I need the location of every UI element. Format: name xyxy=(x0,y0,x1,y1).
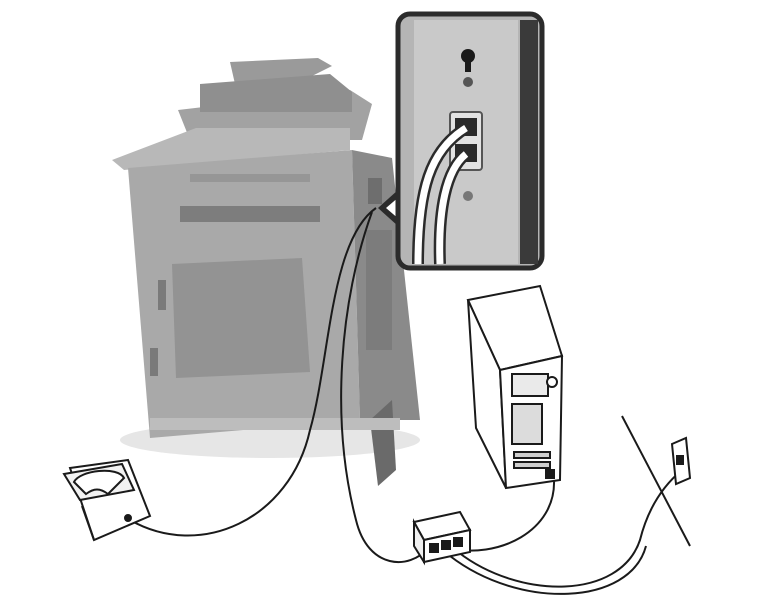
printer-side-slot xyxy=(150,348,158,376)
splitter-port-1 xyxy=(429,543,439,553)
tower-modem-port xyxy=(545,469,555,479)
inset-screw-bottom xyxy=(463,191,473,201)
tower-io-panel xyxy=(511,403,543,445)
inset-cable-1 xyxy=(414,125,468,265)
cable-printer-to-splitter xyxy=(340,211,429,564)
cable-printer-to-telephone xyxy=(129,207,377,537)
splitter-port-2 xyxy=(441,540,451,550)
printer-rear-port-block xyxy=(368,178,382,204)
inset-right-wall xyxy=(520,20,538,264)
tower-expansion-slot-2 xyxy=(513,461,551,469)
inset-screw-hole xyxy=(461,49,475,63)
inset-screw-lower xyxy=(463,77,473,87)
inset-screw-keyhole xyxy=(465,58,471,72)
telephone-port xyxy=(124,514,132,522)
printer-vent-lower xyxy=(190,174,310,182)
printer-access-door xyxy=(172,258,310,378)
splitter xyxy=(412,510,472,566)
wall-edge xyxy=(621,415,691,547)
printer-rear-panel xyxy=(366,230,392,350)
printer xyxy=(112,58,420,486)
cable-splitter-to-wall xyxy=(457,469,683,588)
telephone xyxy=(62,458,152,542)
printer-door-handle xyxy=(158,280,166,310)
splitter-port-3 xyxy=(453,537,463,547)
printer-vent-top xyxy=(180,206,320,222)
cable-splitter-to-wall-2 xyxy=(449,545,647,595)
tower-fan xyxy=(546,376,558,388)
printer-base xyxy=(150,418,400,430)
computer-tower xyxy=(466,284,564,490)
splitter-side xyxy=(413,518,425,566)
inset-cable-2 xyxy=(436,151,469,265)
tower-psu xyxy=(511,373,549,397)
telephone-handset xyxy=(72,469,126,496)
telephone-front-edge xyxy=(81,505,95,541)
port-detail-inset xyxy=(378,11,545,271)
wall-jack-socket xyxy=(676,455,684,465)
printer-scanner-front xyxy=(200,74,352,112)
printer-output-tray xyxy=(112,128,350,170)
wall-jack xyxy=(621,415,692,547)
tower-expansion-slot-1 xyxy=(513,451,551,459)
